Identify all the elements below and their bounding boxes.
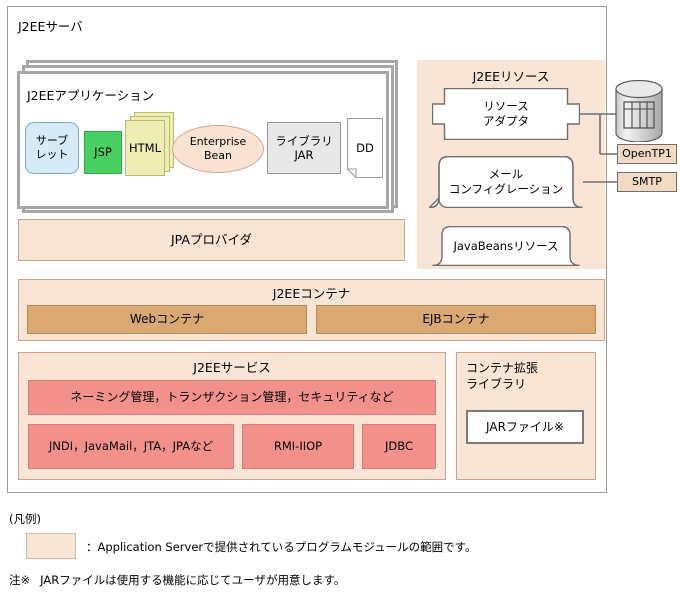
container-extension-library-title-line2: ライブラリ (466, 377, 527, 392)
web-container-box: Webコンテナ (27, 305, 307, 334)
concave-corner-rectangle-icon (429, 156, 583, 208)
opentp1-box: OpenTP1 (617, 144, 677, 164)
container-extension-library-title-line1: コンテナ拡張 (466, 361, 539, 375)
jar-file-box: JARファイル※ (466, 410, 584, 444)
j2ee-server-title: J2EEサーバ (18, 19, 83, 34)
jpa-provider-box: JPAプロバイダ (18, 219, 405, 261)
service-jndi-javamail-jta-jpa: JNDI，JavaMail，JTA，JPAなど (28, 424, 234, 469)
j2ee-services-title: J2EEサービス (193, 360, 271, 375)
resource-adapter-label-line1: リソース (483, 99, 529, 114)
tabbed-rectangle-icon (432, 88, 580, 140)
module-dd: DD (347, 118, 383, 178)
module-enterprise-bean-label-line1: Enterprise (189, 135, 247, 149)
module-dd-label: DD (356, 141, 374, 155)
database-icon (615, 79, 663, 143)
footnote-text: JARファイルは使用する機能に応じてユーザが用意します。 (40, 573, 346, 587)
module-servlet: サーブ レット (25, 122, 79, 174)
container-extension-library-title: コンテナ拡張 ライブラリ (466, 360, 590, 392)
footnote-marker: 注※ (9, 573, 31, 587)
module-enterprise-bean: Enterprise Bean (172, 125, 264, 173)
mail-configuration-label-line1: メール (488, 167, 524, 182)
smtp-box: SMTP (617, 172, 677, 192)
legend-description: ：Application Serverで提供されているプログラムモジュールの範囲… (86, 540, 477, 554)
module-library-jar-label-line2: JAR (294, 148, 314, 162)
j2ee-resources-title: J2EEリソース (472, 69, 550, 84)
resource-adapter-label-line2: アダプタ (483, 114, 529, 128)
legend-heading: (凡例) (9, 512, 41, 526)
document-icon (347, 118, 383, 178)
footnote: 注※ JARファイルは使用する機能に応じてユーザが用意します。 (9, 572, 345, 588)
module-jsp: JSP (84, 131, 122, 174)
module-library-jar: ライブラリ JAR (267, 122, 341, 174)
module-html: HTML (125, 120, 165, 176)
j2ee-container-title: J2EEコンテナ (272, 286, 351, 301)
resource-adapter-shape: リソース アダプタ (432, 88, 580, 140)
service-naming-transaction-security: ネーミング管理，トランザクション管理，セキュリティなど (28, 380, 436, 415)
javabeans-resource-shape: JavaBeansリソース (432, 226, 580, 266)
database-cylinder (615, 79, 663, 143)
legend-color-swatch (26, 533, 76, 559)
javabeans-resource-label: JavaBeansリソース (453, 238, 559, 253)
j2ee-application-title: J2EEアプリケーション (27, 88, 155, 103)
concave-corner-rectangle-icon (432, 226, 580, 266)
service-jdbc: JDBC (362, 424, 436, 469)
ejb-container-box: EJBコンテナ (316, 305, 596, 334)
module-enterprise-bean-label-line2: Bean (203, 149, 233, 162)
service-rmi-iiop: RMI-IIOP (242, 424, 354, 469)
mail-configuration-label-line2: コンフィグレーション (448, 182, 564, 196)
module-servlet-label-line1: サーブ (35, 134, 69, 148)
mail-configuration-shape: メール コンフィグレーション (429, 156, 583, 208)
module-library-jar-label-line1: ライブラリ (275, 133, 333, 148)
module-servlet-label-line2: レット (35, 148, 69, 161)
